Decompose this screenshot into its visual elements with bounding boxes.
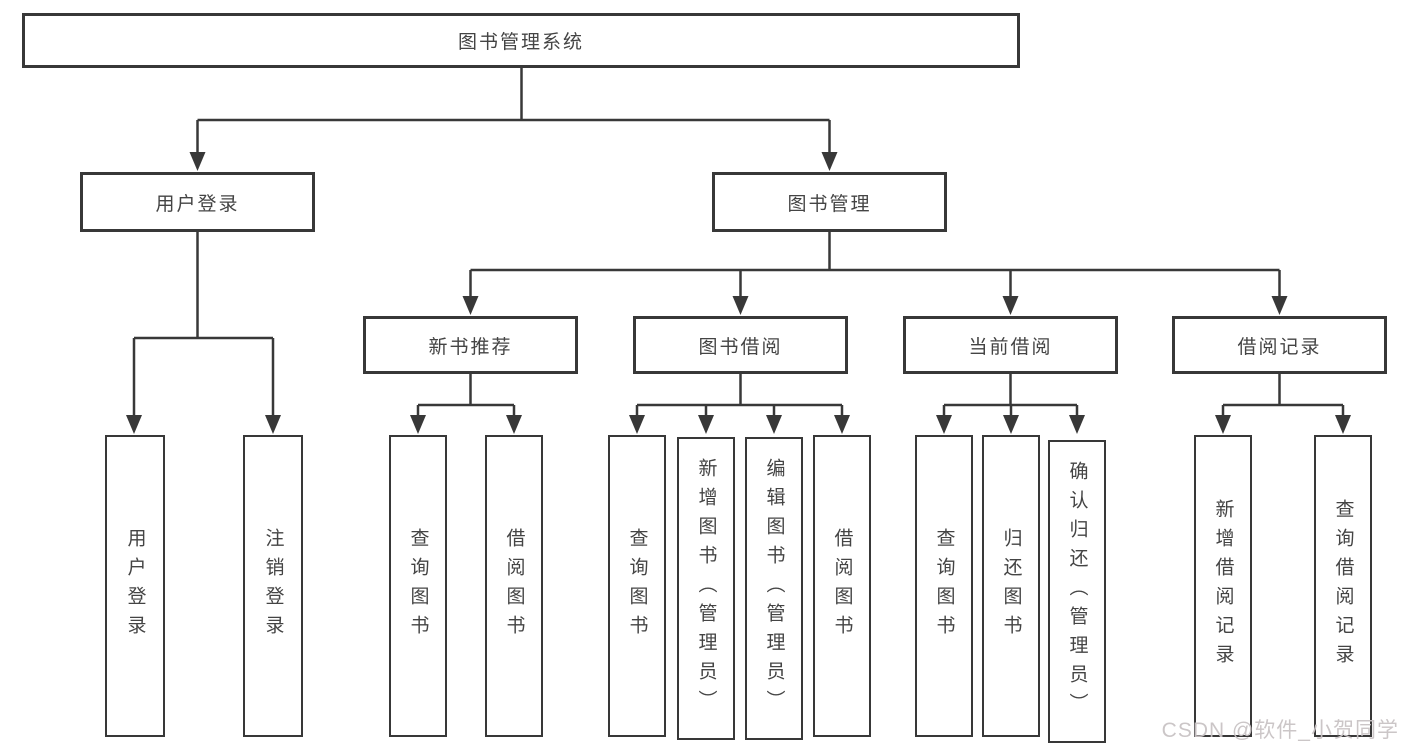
node-label: 查询图书: [933, 528, 955, 644]
node-label: 查询图书: [626, 528, 648, 644]
node-book-management-branch: 图书管理: [712, 172, 947, 232]
leaf-borrow-books-recommend: 借阅图书: [485, 435, 543, 737]
node-label: 编辑图书（管理员）: [763, 458, 785, 719]
leaf-confirm-return-admin: 确认归还（管理员）: [1048, 440, 1106, 743]
node-label: 新增图书（管理员）: [695, 458, 717, 719]
node-label: 借阅记录: [1237, 336, 1322, 358]
leaf-query-books-current: 查询图书: [915, 435, 973, 737]
node-label: 查询借阅记录: [1332, 499, 1354, 673]
node-current-borrowing: 当前借阅: [903, 316, 1118, 374]
node-label: 图书借阅: [698, 336, 783, 358]
node-library-management-system: 图书管理系统: [22, 13, 1020, 68]
leaf-query-books-recommend: 查询图书: [389, 435, 447, 737]
leaf-logout: 注销登录: [243, 435, 303, 737]
node-label: 图书管理: [787, 193, 872, 215]
node-book-borrowing: 图书借阅: [633, 316, 848, 374]
node-label: 借阅图书: [831, 528, 853, 644]
node-user-login-branch: 用户登录: [80, 172, 315, 232]
leaf-borrow-books: 借阅图书: [813, 435, 871, 737]
leaf-query-books-borrowing: 查询图书: [608, 435, 666, 737]
node-label: 新增借阅记录: [1212, 499, 1234, 673]
node-label: 确认归还（管理员）: [1066, 461, 1088, 722]
leaf-user-login: 用户登录: [105, 435, 165, 737]
node-label: 注销登录: [262, 528, 284, 644]
node-label: 用户登录: [155, 193, 240, 215]
node-label: 图书管理系统: [457, 32, 584, 53]
node-new-book-recommendation: 新书推荐: [363, 316, 578, 374]
leaf-return-books: 归还图书: [982, 435, 1040, 737]
node-label: 当前借阅: [968, 336, 1053, 358]
leaf-query-borrowing-record: 查询借阅记录: [1314, 435, 1372, 737]
node-label: 借阅图书: [503, 528, 525, 644]
node-label: 查询图书: [407, 528, 429, 644]
node-borrowing-records: 借阅记录: [1172, 316, 1387, 374]
node-label: 用户登录: [124, 528, 146, 644]
arrowhead-icons: [126, 152, 1351, 434]
leaf-edit-books-admin: 编辑图书（管理员）: [745, 437, 803, 740]
leaf-add-borrowing-record: 新增借阅记录: [1194, 435, 1252, 737]
node-label: 归还图书: [1000, 528, 1022, 644]
leaf-add-books-admin: 新增图书（管理员）: [677, 437, 735, 740]
node-label: 新书推荐: [428, 336, 513, 358]
